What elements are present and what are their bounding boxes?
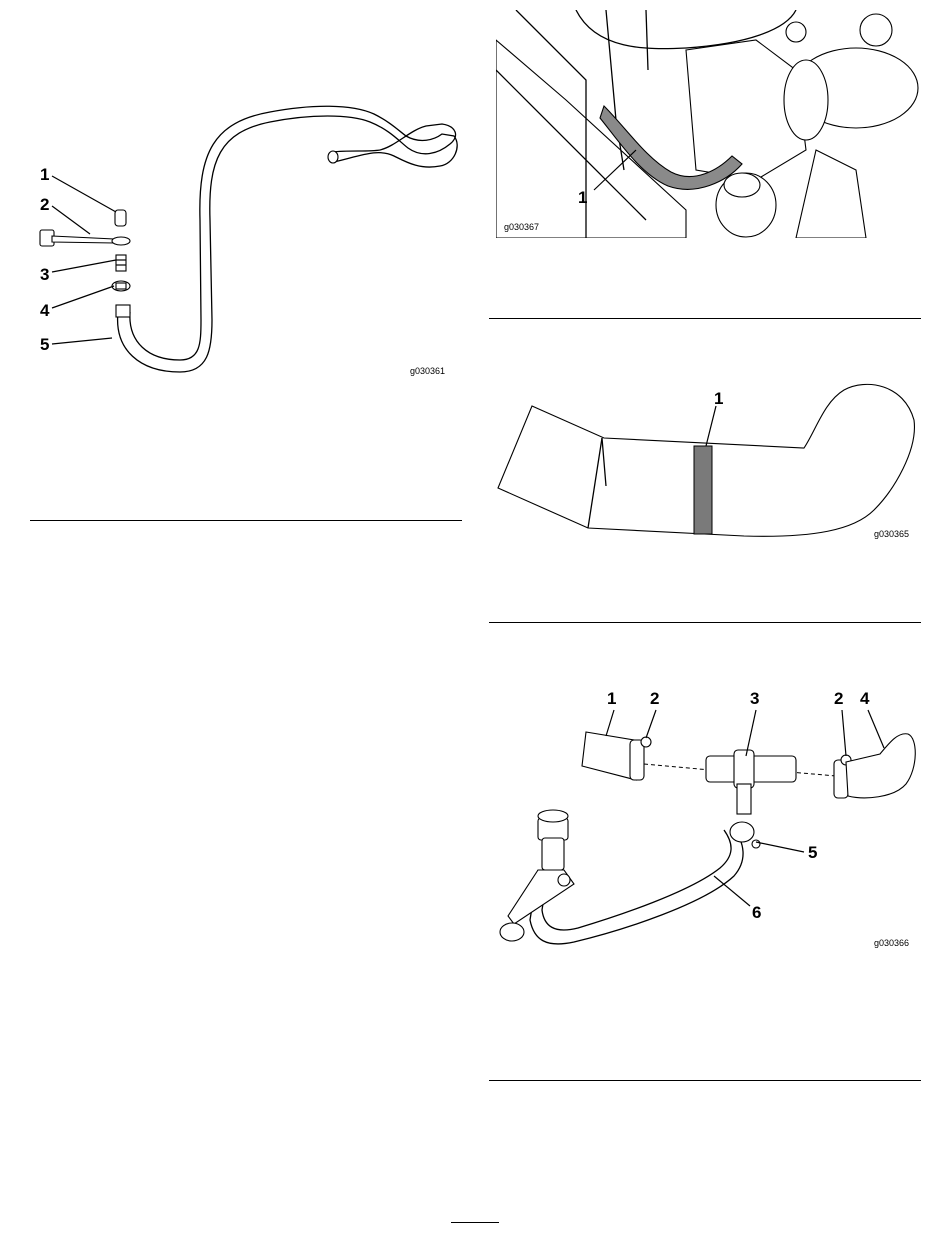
callout-2-right: 2: [834, 689, 843, 708]
figure-engine-drawing: 1 g030367: [496, 10, 920, 238]
page-number-rule: [451, 1222, 499, 1223]
callout-4: 4: [860, 689, 870, 708]
divider: [489, 318, 921, 319]
figure-hose-fitting-assembly: 1 2 3 4 5 g030361: [30, 100, 460, 390]
figure-id: g030366: [874, 938, 909, 948]
figure-id: g030367: [504, 222, 539, 232]
callout-2: 2: [40, 195, 49, 214]
figure-id: g030365: [874, 529, 909, 539]
figure-id: g030361: [410, 366, 445, 376]
callout-4: 4: [40, 301, 50, 320]
divider: [30, 520, 462, 521]
callout-5: 5: [40, 335, 49, 354]
callout-5: 5: [808, 843, 817, 862]
figure-hose-fitting-drawing: 1 2 3 4 5 g030361: [30, 100, 460, 390]
divider: [489, 1080, 921, 1081]
callout-1: 1: [578, 188, 587, 207]
callout-6: 6: [752, 903, 761, 922]
callout-2: 2: [650, 689, 659, 708]
callout-1: 1: [607, 689, 616, 708]
figure-hose-band-mark: 1 g030365: [494, 380, 920, 550]
figure-tee-fitting-exploded: 1 2 3 2 4 5 6 g030366: [494, 680, 920, 960]
callout-3: 3: [40, 265, 49, 284]
callout-1: 1: [40, 165, 49, 184]
callout-3: 3: [750, 689, 759, 708]
divider: [489, 622, 921, 623]
figure-tee-fitting-drawing: 1 2 3 2 4 5 6 g030366: [494, 680, 920, 960]
callout-1: 1: [714, 389, 723, 408]
figure-engine-hose-location: 1 g030367: [496, 10, 920, 238]
figure-hose-band-drawing: 1 g030365: [494, 380, 920, 550]
